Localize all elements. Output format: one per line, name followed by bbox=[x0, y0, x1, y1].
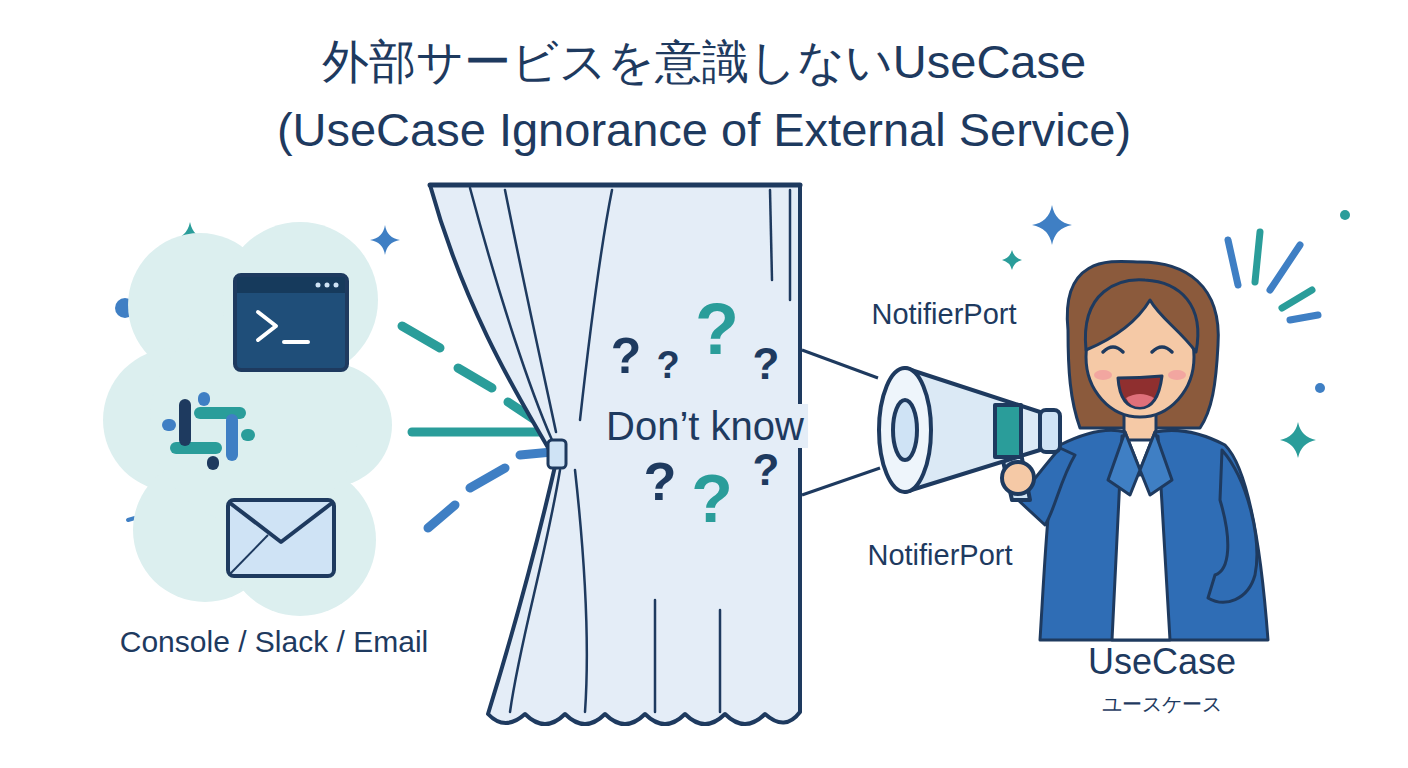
curtain-fold bbox=[770, 190, 772, 280]
burst-lines bbox=[1290, 315, 1318, 320]
curtain-fold bbox=[575, 470, 587, 712]
burst-lines bbox=[1228, 240, 1238, 285]
megaphone bbox=[1040, 410, 1060, 452]
email-icon bbox=[230, 503, 332, 542]
megaphone bbox=[995, 405, 1021, 457]
usecase-person bbox=[1118, 376, 1162, 408]
curtain-fold bbox=[580, 190, 612, 420]
megaphone bbox=[1002, 462, 1034, 494]
slack-icon bbox=[168, 419, 170, 431]
burst-lines bbox=[1228, 232, 1318, 320]
console-icon bbox=[237, 277, 345, 293]
burst-lines bbox=[1270, 245, 1300, 290]
console-icon bbox=[284, 340, 308, 344]
slack-icon bbox=[198, 398, 210, 400]
port-lines bbox=[802, 350, 880, 495]
burst-lines bbox=[1255, 232, 1260, 282]
slack-icon bbox=[207, 462, 219, 464]
usecase-person bbox=[1094, 370, 1112, 380]
console-icon bbox=[235, 275, 347, 370]
flow-dashes bbox=[402, 326, 440, 348]
console-icon bbox=[258, 312, 276, 340]
usecase-person bbox=[1103, 347, 1172, 352]
megaphone bbox=[893, 400, 917, 460]
icon-cloud bbox=[222, 222, 378, 378]
sparkles bbox=[1315, 383, 1325, 393]
megaphone bbox=[879, 368, 931, 492]
sparkles bbox=[1280, 422, 1316, 458]
usecase-name: ユースケース bbox=[1102, 693, 1222, 715]
email-icon bbox=[228, 500, 334, 576]
usecase-person bbox=[1108, 432, 1172, 495]
curtain-fold bbox=[654, 600, 657, 712]
port-name: NotifierPort bbox=[871, 299, 1016, 331]
console-icon bbox=[325, 283, 330, 288]
sparkles bbox=[1032, 205, 1072, 245]
usecase-person bbox=[1208, 450, 1257, 602]
usecase-person bbox=[1018, 261, 1268, 640]
curtain-shape bbox=[420, 180, 812, 740]
curtain-outline bbox=[430, 185, 800, 724]
email-icon bbox=[228, 500, 334, 576]
usecase-person bbox=[1126, 394, 1154, 407]
flow-dashes bbox=[412, 428, 548, 437]
port-lines bbox=[802, 350, 878, 378]
usecase-person bbox=[1168, 370, 1186, 380]
slack-icon bbox=[247, 429, 249, 441]
burst-lines bbox=[1282, 290, 1312, 308]
usecase-person bbox=[1085, 280, 1197, 352]
console-icon bbox=[316, 283, 321, 288]
slack-icon bbox=[179, 405, 191, 440]
megaphone bbox=[879, 368, 1060, 500]
flow-dashes bbox=[470, 468, 505, 488]
sparkles bbox=[1002, 250, 1022, 270]
slack-icon bbox=[226, 420, 238, 455]
subtitle: (UseCase Ignorance of External Service) bbox=[277, 104, 1131, 156]
curtain: Don’t know bbox=[420, 180, 812, 740]
usecase-person bbox=[1067, 261, 1218, 428]
console-icon bbox=[334, 283, 339, 288]
console-icon bbox=[235, 275, 347, 370]
service-list: Console / Slack / Email bbox=[120, 625, 428, 658]
slack-icon bbox=[168, 398, 249, 464]
curtain-tie bbox=[548, 440, 566, 468]
curtain-text: Don’t know bbox=[602, 404, 808, 448]
curtain-fold bbox=[789, 190, 792, 300]
flow-dashes bbox=[458, 368, 492, 388]
usecase-name: UseCase bbox=[1088, 642, 1236, 682]
curtain-fold bbox=[510, 470, 560, 712]
curtain-fold bbox=[719, 610, 722, 712]
port-lines bbox=[802, 468, 880, 495]
email-icon bbox=[230, 535, 268, 574]
sparkles bbox=[1340, 210, 1350, 220]
curtain-rod bbox=[430, 183, 800, 188]
diagram-title: 外部サービスを意識しないUseCase bbox=[322, 36, 1086, 88]
sparkles bbox=[370, 225, 400, 255]
curtain-shape bbox=[430, 185, 800, 724]
curtain-fold bbox=[505, 190, 556, 432]
icon-cloud bbox=[103, 222, 392, 616]
usecase-person bbox=[1040, 430, 1268, 640]
port-name: NotifierPort bbox=[867, 540, 1012, 572]
flow-dashes bbox=[428, 505, 455, 528]
